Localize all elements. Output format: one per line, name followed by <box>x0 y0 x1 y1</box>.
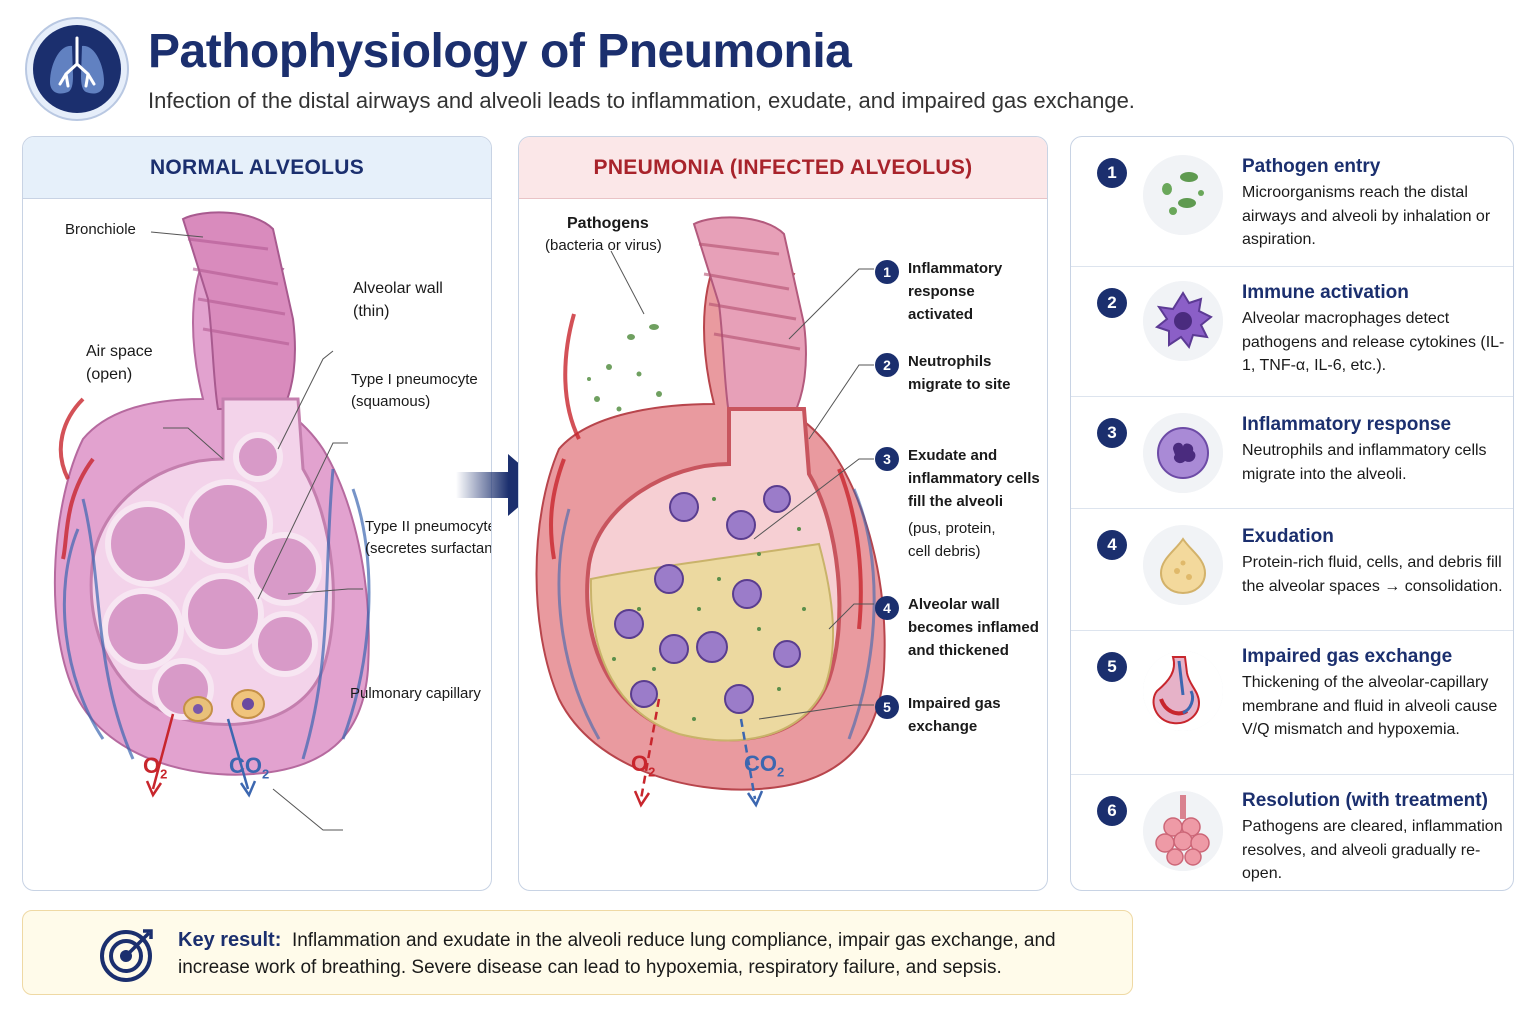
step-1: 1 Pathogen entry Microorganisms reach th… <box>1071 137 1513 267</box>
alveolar-wall-label: Alveolar wall <box>353 280 443 297</box>
step-2-number: 2 <box>1097 288 1127 318</box>
air-space-label: Air space <box>86 343 153 360</box>
step-4-title: Exudation <box>1242 526 1334 547</box>
step-2-title: Immune activation <box>1242 282 1409 303</box>
type2-pneumocyte-label: Type II pneumocyte <box>365 518 492 535</box>
callout-1-badge: 1 <box>875 260 899 284</box>
bronchiole-label: Bronchiole <box>65 221 136 238</box>
step-6-title: Resolution (with treatment) <box>1242 790 1488 811</box>
step-1-desc: Microorganisms reach the distal airways … <box>1242 184 1491 248</box>
target-icon <box>100 929 153 982</box>
step-5: 5 Impaired gas exchange Thickening of th… <box>1071 631 1513 775</box>
alveolar-wall-sub: (thin) <box>353 303 390 320</box>
pathogens-sub: (bacteria or virus) <box>545 237 662 254</box>
pathogenesis-steps-panel: 1 Pathogen entry Microorganisms reach th… <box>1070 136 1514 891</box>
normal-panel-heading: NORMAL ALVEOLUS <box>23 137 491 199</box>
normal-o2-label: O2 <box>143 753 168 782</box>
step-4: 4 Exudation Protein-rich fluid, cells, a… <box>1071 509 1513 631</box>
normal-alveolus-panel: NORMAL ALVEOLUS <box>22 136 492 891</box>
step-4-number: 4 <box>1097 530 1127 560</box>
air-space-sub: (open) <box>86 366 133 383</box>
key-result-text: Key result: Inflammation and exudate in … <box>178 929 1056 978</box>
exudate-icon <box>1143 525 1223 605</box>
pulmonary-capillary-label: Pulmonary capillary <box>350 685 481 702</box>
key-result-box: Key result: Inflammation and exudate in … <box>22 910 1133 995</box>
pneumonia-o2-label: O2 <box>631 751 656 780</box>
type2-pneumocyte-sub: (secretes surfactant) <box>365 540 492 557</box>
step-5-desc: Thickening of the alveolar-capillary mem… <box>1242 674 1498 738</box>
alveolus-capillary-icon <box>1143 651 1223 731</box>
step-3-title: Inflammatory response <box>1242 414 1452 435</box>
step-1-number: 1 <box>1097 158 1127 188</box>
bacteria-icon <box>1143 155 1223 235</box>
step-3-desc: Neutrophils and inflammatory cells migra… <box>1242 442 1487 483</box>
normal-alveolus-illustration <box>53 211 371 831</box>
type1-pneumocyte-label: Type I pneumocyte <box>351 371 478 388</box>
callout-5-badge: 5 <box>875 695 899 719</box>
step-3-number: 3 <box>1097 418 1127 448</box>
callout-4-badge: 4 <box>875 596 899 620</box>
step-4-desc: Protein-rich fluid, cells, and debris fi… <box>1242 554 1503 595</box>
step-2-desc: Alveolar macrophages detect pathogens an… <box>1242 310 1505 374</box>
pneumonia-panel-heading: PNEUMONIA (INFECTED ALVEOLUS) <box>519 137 1047 199</box>
infected-alveolus-illustration <box>535 216 886 808</box>
alveoli-cluster-icon <box>1143 791 1223 871</box>
type1-pneumocyte-sub: (squamous) <box>351 393 431 410</box>
normal-co2-label: CO2 <box>229 753 270 782</box>
step-3: 3 Inflammatory response Neutrophils and … <box>1071 397 1513 509</box>
neutrophil-icon <box>1143 413 1223 493</box>
callout-3-badge: 3 <box>875 447 899 471</box>
lungs-icon <box>25 17 129 121</box>
callout-2-badge: 2 <box>875 353 899 377</box>
pneumonia-panel: PNEUMONIA (INFECTED ALVEOLUS) <box>518 136 1048 891</box>
step-2: 2 Immune activation Alveolar macrophages… <box>1071 267 1513 397</box>
macrophage-icon <box>1143 281 1223 361</box>
page-title: Pathophysiology of Pneumonia <box>148 25 852 78</box>
step-1-title: Pathogen entry <box>1242 156 1381 177</box>
step-5-number: 5 <box>1097 652 1127 682</box>
pathogens-label: Pathogens <box>567 215 649 232</box>
step-5-title: Impaired gas exchange <box>1242 646 1453 667</box>
pneumonia-co2-label: CO2 <box>744 751 785 780</box>
page-subtitle: Infection of the distal airways and alve… <box>148 88 1135 113</box>
step-6: 6 Resolution (with treatment) Pathogens … <box>1071 775 1513 890</box>
step-6-desc: Pathogens are cleared, inflammation reso… <box>1242 818 1503 882</box>
step-6-number: 6 <box>1097 796 1127 826</box>
